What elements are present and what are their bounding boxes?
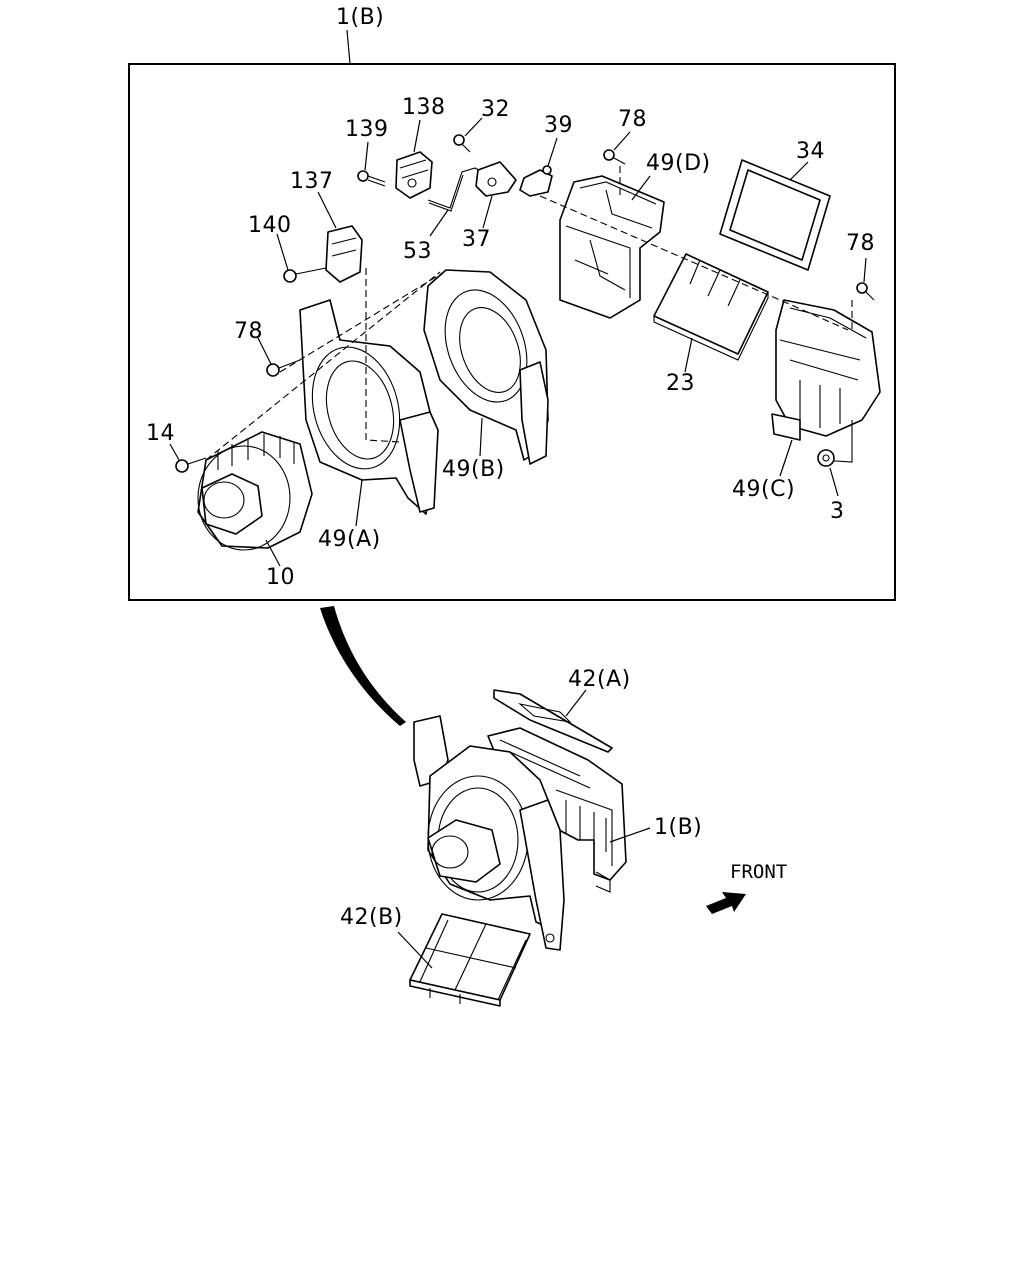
connector-arc [320, 606, 406, 726]
part-78-screw-right [856, 257, 875, 301]
part-34-gasket [719, 159, 831, 271]
callout-139: 139 [345, 117, 389, 142]
assembled-unit [413, 715, 651, 951]
part-49d-housing [559, 175, 665, 319]
part-78-screw-top [603, 131, 631, 165]
callout-78-top: 78 [618, 107, 647, 132]
part-78-screw-left [257, 337, 301, 377]
part-14-screw [169, 443, 207, 473]
part-37-lever [475, 161, 517, 229]
callout-138: 138 [402, 95, 446, 120]
callout-78-right: 78 [846, 231, 875, 256]
callout-140: 140 [248, 213, 292, 238]
part-139-screw [357, 141, 386, 187]
part-3-nut [817, 449, 839, 497]
callout-49c: 49(C) [732, 477, 795, 502]
exploded-view-frame [128, 29, 896, 601]
callout-42a: 42(A) [568, 667, 631, 692]
callout-3: 3 [830, 499, 845, 524]
callout-23: 23 [666, 371, 695, 396]
part-42a-cover [493, 689, 613, 753]
part-32-screw [453, 117, 483, 153]
callout-49b: 49(B) [442, 457, 505, 482]
callout-49a: 49(A) [318, 527, 381, 552]
callout-42b: 42(B) [340, 905, 403, 930]
part-49a-housing [299, 299, 439, 527]
callout-78-left: 78 [234, 319, 263, 344]
part-137-resistor [317, 191, 363, 283]
assembly-label-lower: 1(B) [654, 815, 702, 840]
callout-53: 53 [403, 239, 432, 264]
front-direction-indicator [706, 892, 746, 914]
front-arrow-icon [706, 892, 746, 914]
callout-37: 37 [462, 227, 491, 252]
part-49c-housing [771, 299, 881, 477]
callout-137: 137 [290, 169, 334, 194]
part-23-filter [653, 253, 769, 373]
assembly-label-top: 1(B) [336, 5, 384, 30]
callout-39: 39 [544, 113, 573, 138]
part-42b-filter-grid [397, 913, 531, 1007]
callout-49d: 49(D) [646, 151, 711, 176]
part-138-actuator [395, 119, 433, 199]
callout-14: 14 [146, 421, 175, 446]
front-label: FRONT [730, 861, 787, 883]
callout-34: 34 [796, 139, 825, 164]
part-49b-scroll-housing [423, 269, 549, 465]
part-39-link [519, 137, 558, 197]
part-140-screw [276, 233, 327, 283]
callout-10: 10 [266, 565, 295, 590]
alignment-lines [205, 166, 853, 461]
part-10-blower-motor [197, 431, 313, 567]
callout-32: 32 [481, 97, 510, 122]
